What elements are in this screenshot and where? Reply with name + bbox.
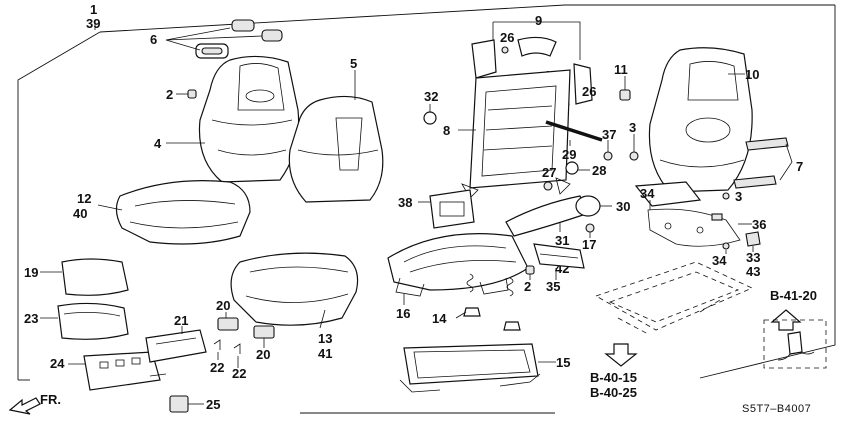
callout-4: 4 [154,136,162,151]
callout-32: 32 [424,89,438,104]
bolster-pad-19 [61,258,129,296]
callout-8: 8 [443,123,450,138]
grommet-32 [423,111,437,125]
callout-1: 1 [90,2,97,17]
ref-b4015: B-40-15 [590,370,637,385]
seatback-frame-top-parts [471,21,593,105]
front-arrow-icon [8,397,41,415]
screw-3b [722,192,730,200]
callout-25: 25 [206,397,220,412]
inset-seatbelt-buckle [763,319,827,369]
callout-37: 37 [602,127,616,142]
seatback-frame [461,69,571,199]
screw-3a [629,151,639,161]
callout-20b: 20 [256,347,270,362]
callout-29: 29 [562,147,576,162]
callout-3a: 3 [629,120,636,135]
front-marker: FR. [40,392,61,407]
callout-30: 30 [616,199,630,214]
knob-30 [575,195,601,217]
seat-rail-assembly [595,261,753,335]
callout-6: 6 [150,32,157,47]
callout-35: 35 [546,279,560,294]
callout-7: 7 [796,159,803,174]
callout-33: 33 [746,250,760,265]
clip-part [187,89,197,99]
callout-10: 10 [745,67,759,82]
bracket-35 [533,243,585,269]
clip-2b [525,265,535,275]
callout-21: 21 [174,313,188,328]
callout-14: 14 [432,311,447,326]
callout-5: 5 [350,56,357,71]
bolt-26a [501,46,509,54]
switch-20a [217,317,239,331]
side-trim-7 [733,137,793,189]
callout-39: 39 [86,16,100,31]
seatback-cover-left [198,55,300,183]
callout-15: 15 [556,355,570,370]
callout-23: 23 [24,311,38,326]
bolster-pad-23 [57,302,129,340]
nut-37 [603,151,613,161]
connector-25 [169,395,189,413]
clip-22a [213,339,221,350]
callout-13: 13 [318,331,332,346]
panel-21 [145,329,207,363]
springs-14 [455,273,521,331]
seat-cushion-cover [115,180,251,245]
callout-12: 12 [77,191,91,206]
ref-b4025: B-40-25 [590,385,637,400]
clip-11 [619,89,631,101]
callout-34a: 34 [640,186,655,201]
headrest-guide-parts [165,19,283,59]
torsion-bar-29 [545,120,603,142]
callout-43: 43 [746,264,760,279]
bolt-17 [585,223,595,233]
callout-9: 9 [535,13,542,28]
callout-16: 16 [396,306,410,321]
callout-26b: 26 [582,84,596,99]
callout-36: 36 [752,217,766,232]
bolt-27 [543,181,553,191]
callout-17: 17 [582,237,596,252]
knob-28 [565,161,579,175]
clip-33 [745,231,761,247]
reference-arrow-down [604,343,638,367]
seatback-pad [288,95,384,203]
callout-2: 2 [166,87,173,102]
callout-38: 38 [398,195,412,210]
callout-11: 11 [614,62,628,77]
callout-26a: 26 [500,30,514,45]
seatback-rear-panel [648,47,753,193]
callout-22a: 22 [210,360,224,375]
screw-34b [722,242,730,250]
ref-b4120: B-41-20 [770,288,817,303]
seat-base-frame [399,343,541,393]
callout-41: 41 [318,346,332,361]
callout-3b: 3 [735,189,742,204]
callout-40: 40 [73,206,87,221]
callout-28: 28 [592,163,606,178]
assembly-frame [17,4,836,414]
seatbelt-buckle-part [777,331,815,361]
recliner-cover-31 [505,195,587,237]
wire-harness-36 [634,181,741,247]
diagram-code: S5T7–B4007 [742,403,811,415]
callout-2b: 2 [524,279,531,294]
clip-22b [233,343,241,354]
callout-27: 27 [542,165,556,180]
callout-20a: 20 [216,298,230,313]
control-unit-38 [429,189,475,229]
side-trim-24 [83,351,167,391]
callout-22b: 22 [232,366,246,381]
callout-24: 24 [50,356,65,371]
callout-34b: 34 [712,253,727,268]
callout-19: 19 [24,265,38,280]
switch-20b [253,325,275,339]
seat-cushion-pad [230,252,359,326]
callout-31: 31 [555,233,569,248]
